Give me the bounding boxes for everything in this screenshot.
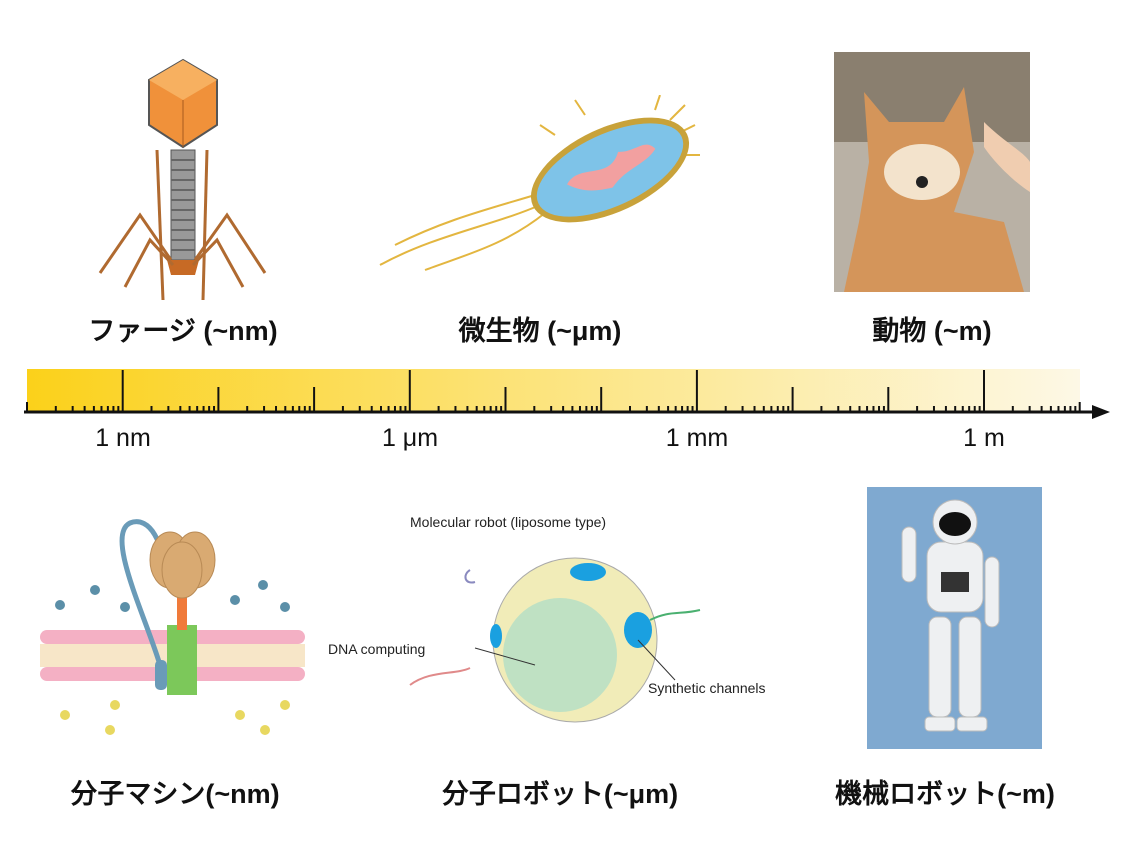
bacterium-icon [379, 95, 700, 271]
dog-photo [834, 52, 1030, 292]
bacterium-caption: 微生物 (~μm) [458, 316, 622, 346]
phage-caption: ファージ (~nm) [88, 316, 278, 346]
molecular-robot-icon [409, 557, 701, 723]
molecular-machine-icon [40, 519, 305, 735]
scale-label-m: 1 m [963, 424, 1005, 452]
animal-caption: 動物 (~m) [872, 316, 992, 346]
molecular-machine-caption: 分子マシン(~nm) [70, 779, 280, 809]
molecular-robot-title: Molecular robot (liposome type) [410, 514, 607, 530]
synthetic-channels-label: Synthetic channels [648, 680, 766, 696]
dna-computing-label: DNA computing [328, 641, 426, 657]
molecular-robot-caption: 分子ロボット(~μm) [441, 779, 679, 809]
scale-label-mm: 1 mm [665, 424, 729, 452]
humanoid-robot-photo [867, 487, 1042, 749]
scale-label-nm: 1 nm [95, 424, 151, 452]
log-scale-ruler [24, 369, 1110, 419]
humanoid-robot-caption: 機械ロボット(~m) [835, 779, 1055, 809]
scale-label-um: 1 μm [381, 424, 439, 452]
phage-icon [98, 58, 267, 301]
